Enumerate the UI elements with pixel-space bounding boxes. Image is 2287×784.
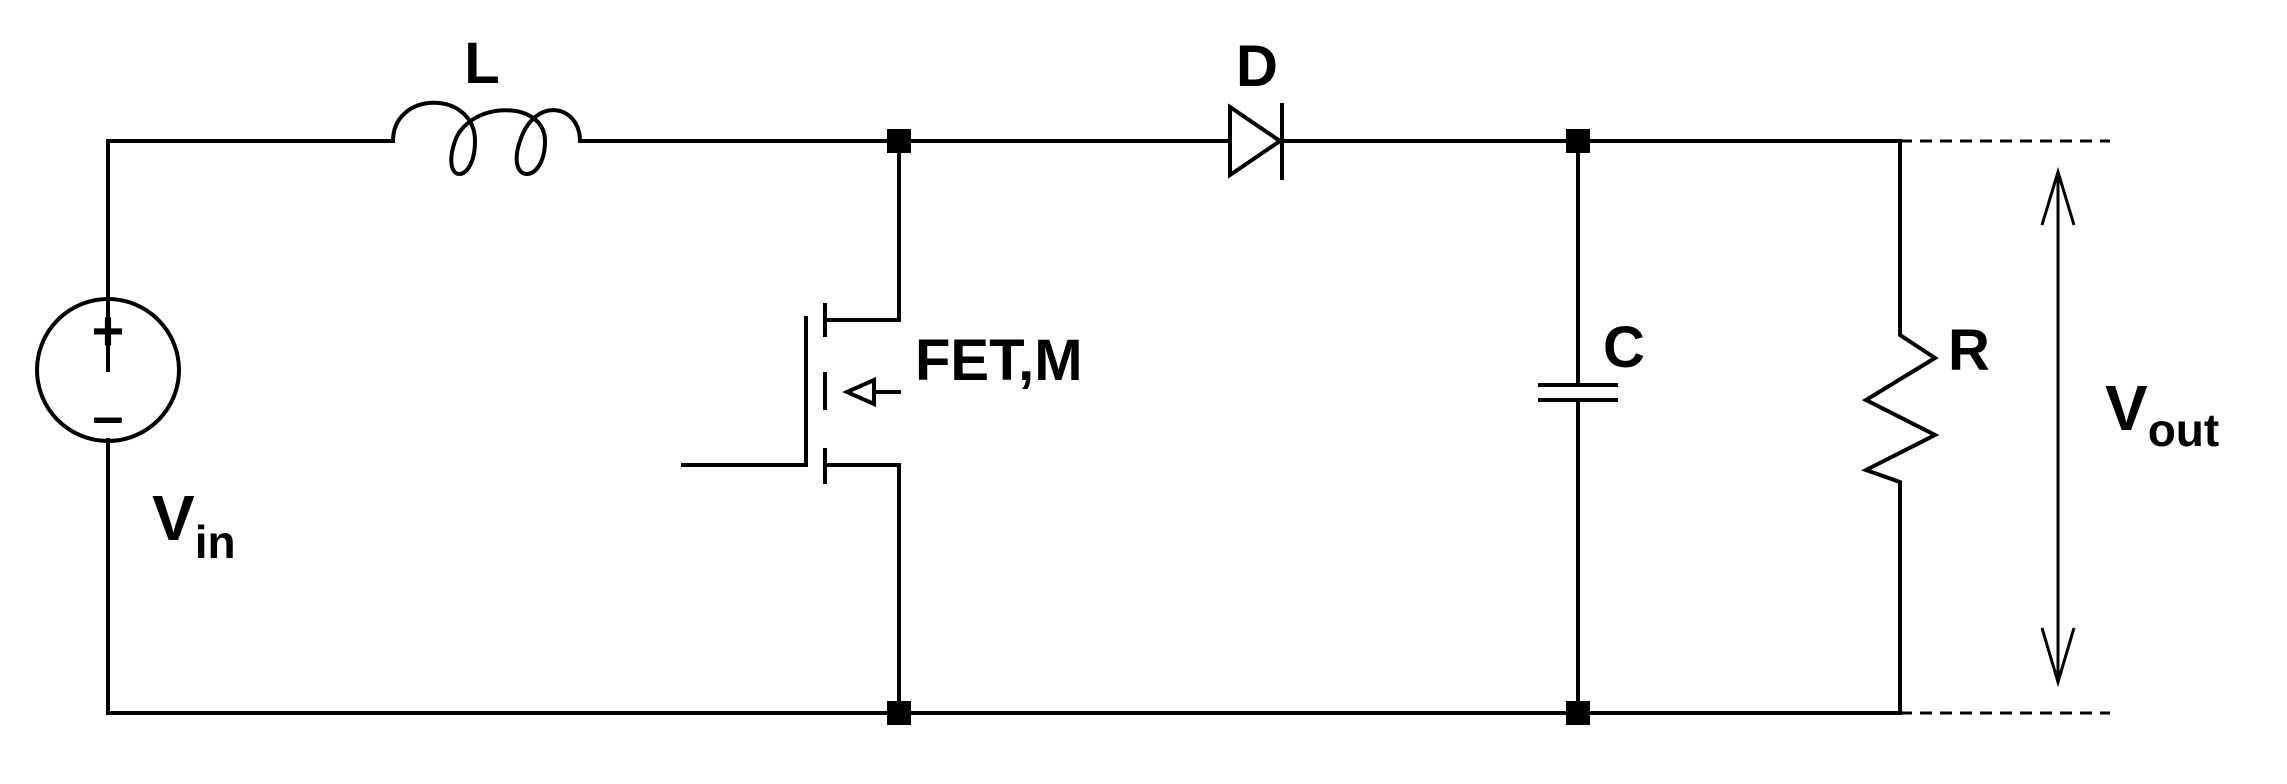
vout-subscript: out <box>2148 404 2220 456</box>
plus-sign: + <box>92 299 125 362</box>
vout-label: Vout <box>2105 372 2219 456</box>
source-circle <box>35 297 181 443</box>
resistor-zigzag <box>1860 139 1940 715</box>
inductor: L <box>390 31 583 176</box>
mosfet: FET,M <box>681 139 1083 715</box>
gate-wire <box>681 316 808 467</box>
vin-label: Vin <box>152 482 236 568</box>
inductor-label: L <box>464 31 499 96</box>
wire-source-to-inductor <box>106 139 395 372</box>
source-wire <box>823 463 901 715</box>
voltage-source: + – <box>35 297 181 447</box>
vout-arrowhead-top <box>2040 166 2076 226</box>
bottom-rail <box>106 438 1902 715</box>
vout-arrow <box>2040 166 2076 688</box>
vin-main: V <box>152 482 195 554</box>
diode-label: D <box>1236 34 1278 99</box>
vout-arrowhead-bottom <box>2040 627 2076 688</box>
body-arrow <box>842 376 876 408</box>
inductor-coil <box>390 100 583 176</box>
capacitor-label: C <box>1603 315 1645 380</box>
resistor: R <box>1860 139 1990 715</box>
resistor-label: R <box>1948 318 1990 383</box>
vout-main: V <box>2105 372 2148 444</box>
minus-sign: – <box>92 384 123 447</box>
diode: D <box>1228 34 1284 180</box>
drain-wire <box>823 139 901 322</box>
vin-subscript: in <box>195 516 236 568</box>
mosfet-label: FET,M <box>915 328 1083 393</box>
diode-triangle <box>1228 103 1284 179</box>
capacitor: C <box>1538 139 1645 715</box>
